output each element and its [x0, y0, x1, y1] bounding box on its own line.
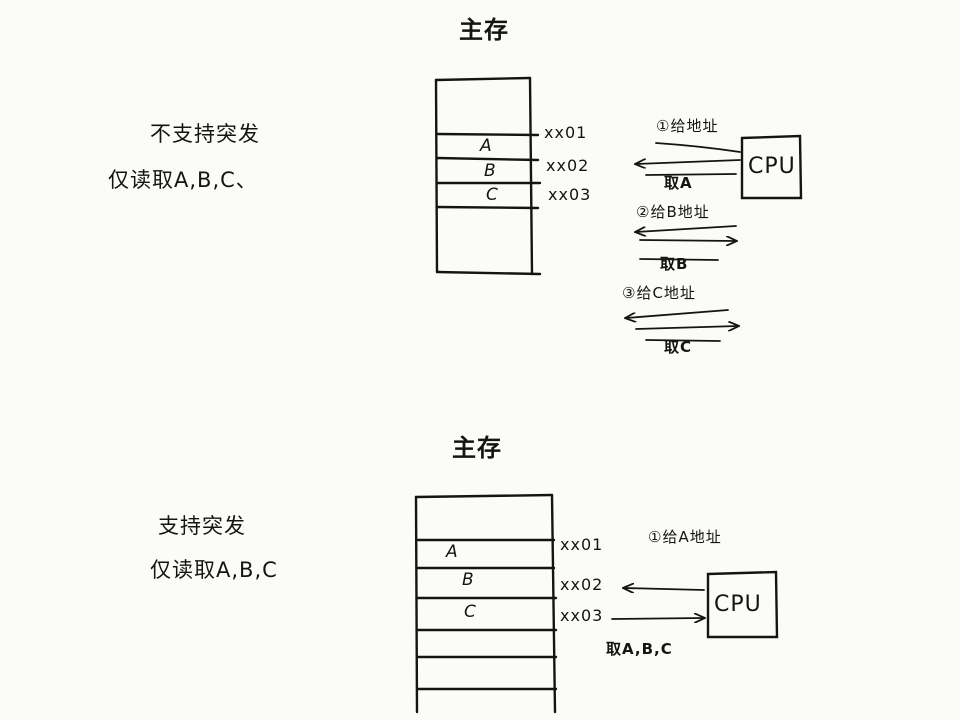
top-step3-response-label: 取C [664, 338, 693, 356]
top-arrow-2-request [636, 225, 737, 232]
top-arrow-3-request [626, 309, 729, 318]
top-memory-block [434, 76, 542, 276]
top-cell-b: B [484, 161, 497, 181]
top-address-2: xx02 [546, 156, 590, 175]
bottom-address-3: xx03 [560, 606, 604, 625]
top-cpu-label: CPU [748, 154, 796, 179]
bottom-note-line1: 支持突发 [158, 514, 246, 538]
top-row-line-4 [435, 205, 540, 210]
top-note-line1: 不支持突发 [150, 122, 260, 146]
top-note-line2: 仅读取A,B,C、 [108, 168, 258, 192]
bottom-cpu-label: CPU [714, 592, 762, 617]
bottom-cpu-box [706, 570, 779, 639]
bottom-memory-title: 主存 [452, 434, 502, 462]
bottom-request-label: ①给A地址 [648, 528, 722, 546]
bottom-cell-a: A [446, 542, 459, 562]
bottom-note-line2: 仅读取A,B,C [150, 558, 278, 582]
top-step2-response-label: 取B [660, 255, 689, 273]
bottom-cell-b: B [462, 570, 475, 590]
top-row-line-2 [435, 156, 540, 162]
top-step2-request-label: ②给B地址 [636, 203, 710, 221]
bottom-address-1: xx01 [560, 535, 604, 554]
bottom-cell-c: C [464, 602, 477, 622]
top-arrow-1-underline [655, 142, 741, 153]
top-cpu-box [740, 134, 803, 200]
bottom-response-label: 取A,B,C [606, 640, 673, 658]
top-cell-a: A [480, 136, 493, 156]
top-memory-title: 主存 [459, 16, 509, 44]
top-row-line-1 [435, 132, 540, 137]
top-step3-request-label: ③给C地址 [622, 284, 696, 302]
top-address-1: xx01 [544, 123, 588, 142]
top-arrow-2-response [639, 240, 736, 241]
top-arrow-1-response-line [645, 173, 737, 176]
bottom-address-2: xx02 [560, 575, 604, 594]
top-arrow-1-request [636, 160, 741, 164]
bottom-arrows [611, 588, 705, 619]
bottom-memory-block [414, 493, 558, 714]
top-address-3: xx03 [548, 185, 592, 204]
top-step1-response-label: 取A [664, 174, 693, 192]
top-cell-c: C [486, 185, 499, 205]
top-arrow-3-response [635, 326, 738, 329]
bottom-arrow-response [611, 618, 704, 619]
top-arrows [626, 142, 741, 342]
bottom-arrow-request [624, 588, 705, 590]
top-step1-request-label: ①给地址 [656, 117, 719, 135]
